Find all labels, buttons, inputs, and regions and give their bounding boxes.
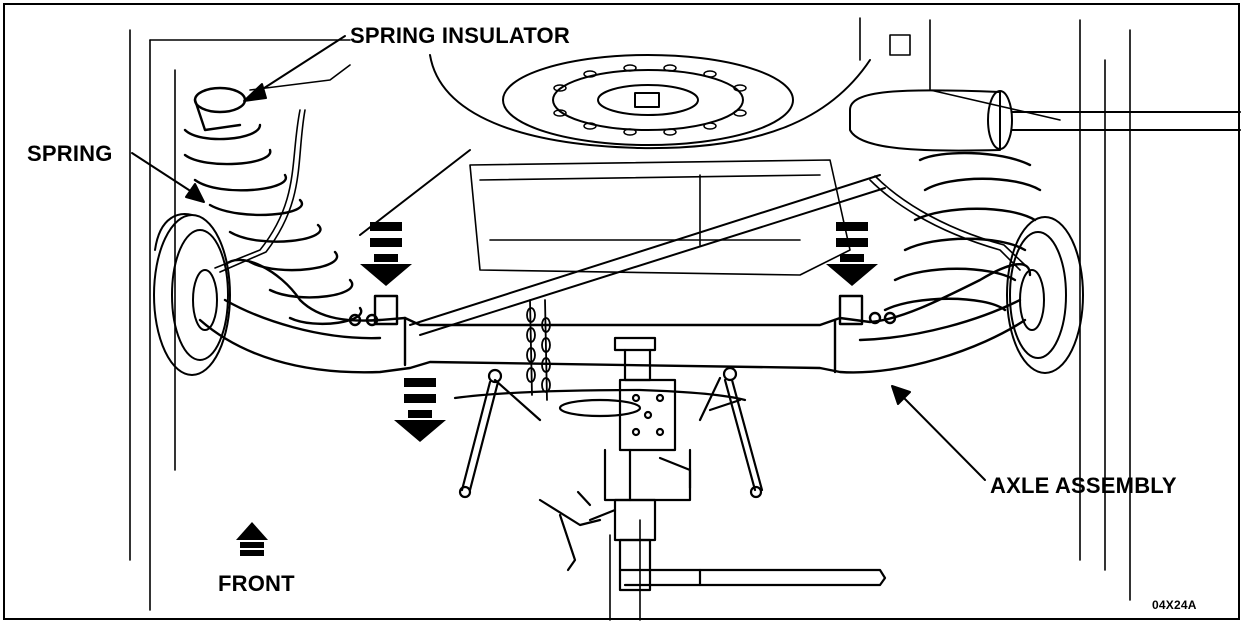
figure-border: [3, 3, 1240, 620]
safety-chain: [526, 299, 551, 401]
up-arrow-icon: [236, 522, 268, 556]
lift-rails: [129, 17, 1131, 621]
figure-code-label: 04X24A: [1152, 598, 1197, 612]
right-brake-drum: [1006, 216, 1084, 374]
fuel-tank: [469, 159, 851, 276]
track-bar: [359, 149, 886, 336]
muffler: [849, 89, 1241, 152]
axle-assembly-label: AXLE ASSEMBLY: [990, 473, 1177, 498]
axle-assembly: [198, 258, 1032, 374]
dashed-down-arrow-icon: [826, 222, 878, 286]
dashed-down-arrow-icon: [360, 222, 412, 286]
spring-label: SPRING: [27, 141, 113, 166]
left-brake-drum: [153, 213, 231, 376]
brake-lines: [214, 64, 1026, 273]
spring-insulator-label: SPRING INSULATOR: [350, 23, 570, 48]
front-label: FRONT: [218, 571, 295, 596]
callout-leaders: [131, 35, 986, 481]
spare-tire: [429, 54, 871, 150]
dashed-down-arrow-icon: [394, 378, 446, 442]
left-coil-spring: [183, 86, 363, 326]
transmission-jack: [453, 336, 887, 592]
